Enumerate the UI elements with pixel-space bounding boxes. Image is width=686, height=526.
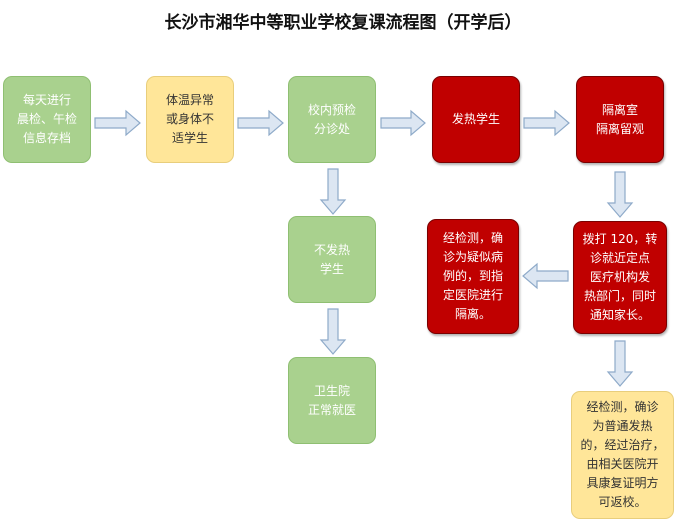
node-dial-120: 拨打 120，转 诊就近定点 医疗机构发 热部门，同时 通知家长。: [573, 221, 667, 334]
arrow-daily-to-abnormal: [94, 109, 141, 137]
node-fever-students: 发热学生: [432, 76, 520, 163]
arrow-nofever-to-health: [319, 308, 347, 355]
node-health-center: 卫生院 正常就医: [288, 357, 376, 444]
node-isolation-room: 隔离室 隔离留观: [576, 76, 664, 163]
node-clinic: 校内预检 分诊处: [288, 76, 376, 163]
node-suspected-case: 经检测，确 诊为疑似病 例的，到指 定医院进行 隔离。: [427, 219, 519, 334]
arrow-clinic-to-nofever: [319, 168, 347, 215]
arrow-clinic-to-fever: [380, 109, 426, 137]
arrow-isolation-to-120: [606, 171, 634, 218]
arrow-fever-to-isolation: [523, 109, 570, 137]
node-normal-fever: 经检测，确诊 为普通发热 的，经过治疗， 由相关医院开 具康复证明方 可返校。: [571, 391, 674, 519]
page-title: 长沙市湘华中等职业学校复课流程图（开学后）: [164, 13, 522, 33]
node-abnormal-students: 体温异常 或身体不 适学生: [146, 76, 234, 163]
arrow-120-to-normal: [606, 340, 634, 387]
arrow-120-to-suspected: [522, 262, 569, 290]
arrow-abnormal-to-clinic: [237, 109, 284, 137]
node-daily-check: 每天进行 晨检、午检 信息存档: [3, 76, 91, 163]
node-no-fever: 不发热 学生: [288, 216, 376, 303]
